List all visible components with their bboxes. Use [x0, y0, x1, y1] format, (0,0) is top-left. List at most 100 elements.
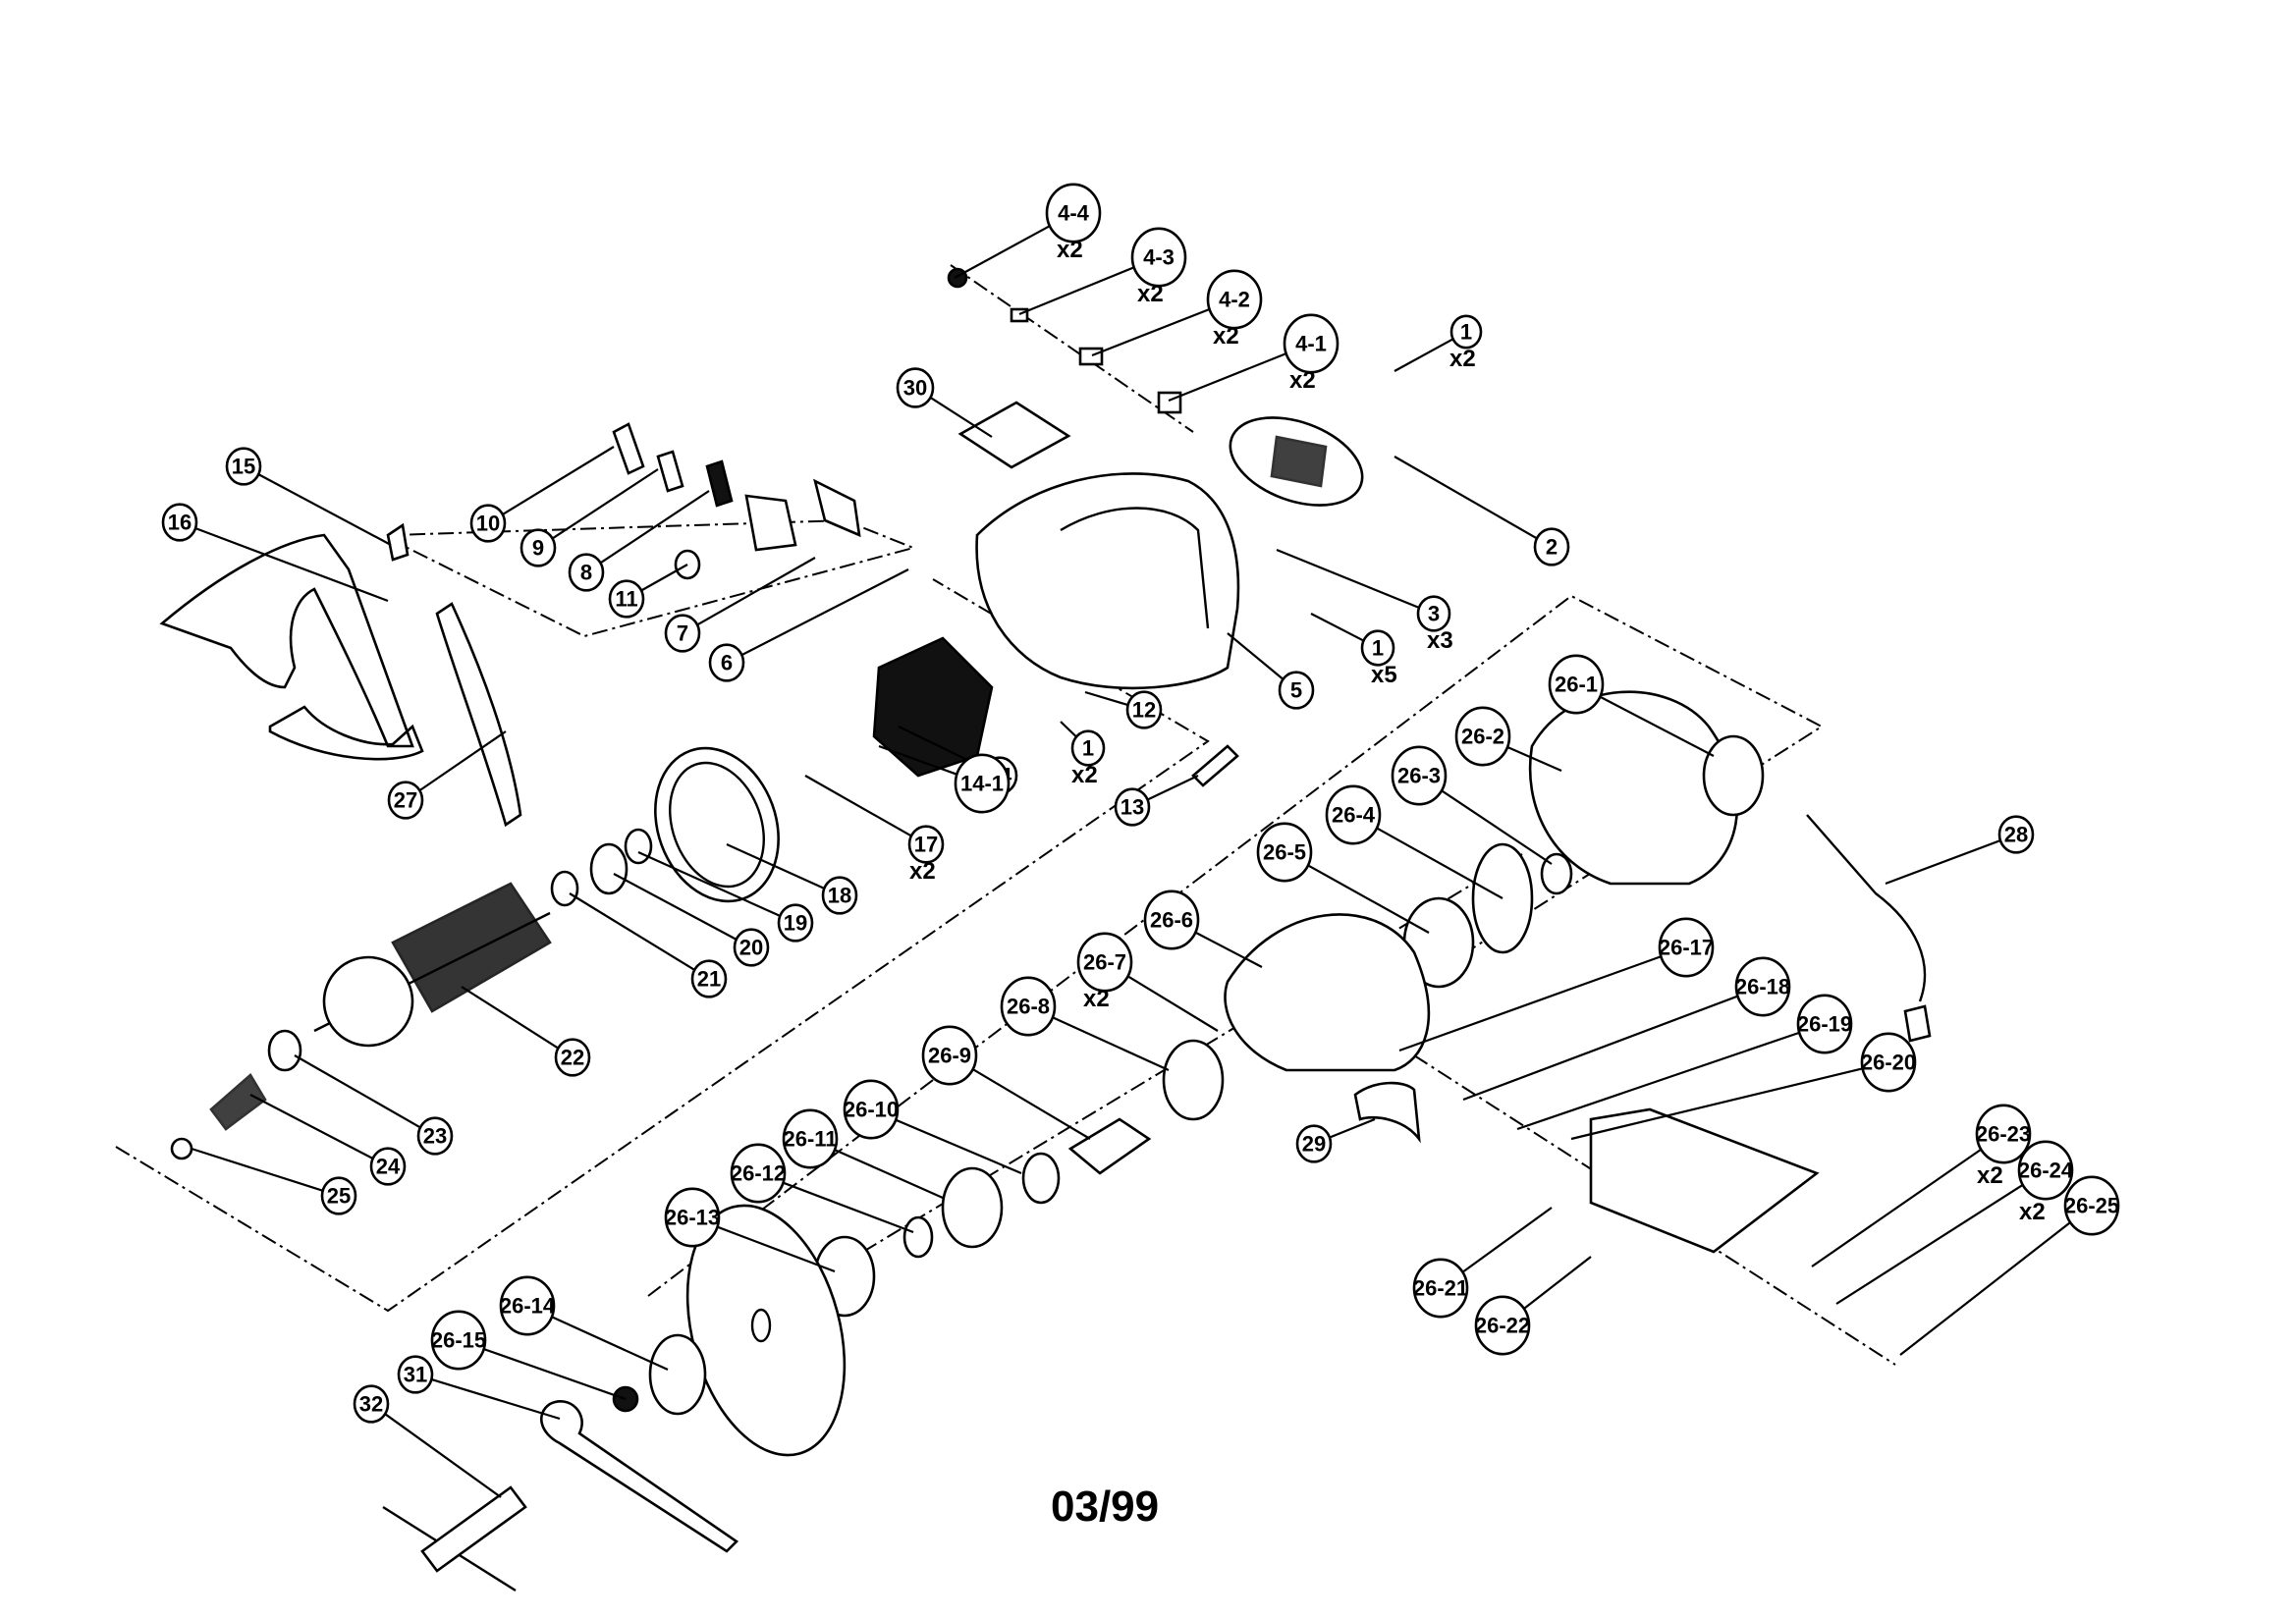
callout-26-2: 26-2 [1454, 706, 1562, 773]
quantity-label: x2 [1977, 1162, 2003, 1189]
part-number: 9 [532, 536, 544, 561]
leader-line [1310, 613, 1365, 642]
callout-circle [1449, 314, 1483, 350]
callout-30: 30 [896, 367, 993, 438]
leader-line [1811, 1148, 1983, 1267]
part-number: 12 [1132, 698, 1156, 723]
leader-line [551, 1316, 669, 1372]
callout-26-14: 26-14 [499, 1275, 669, 1372]
callout-circle [353, 1384, 390, 1424]
callout-31: 31 [397, 1355, 561, 1421]
part-number: 26-5 [1263, 840, 1306, 865]
callout-circle [690, 959, 728, 998]
leader-line [1091, 307, 1211, 357]
callout-circle [225, 447, 262, 486]
callout-26-18: 26-18 [1462, 956, 1791, 1102]
callout-circle [430, 1310, 487, 1371]
leader-line [726, 842, 825, 890]
leader-line [1060, 721, 1078, 738]
leader-line [1227, 632, 1285, 681]
leader-line [551, 468, 659, 540]
callout-circle [369, 1147, 407, 1186]
leader-line [1522, 1256, 1592, 1311]
callout-circle [161, 503, 198, 542]
callout-1: 1x2 [1060, 721, 1106, 788]
callout-26-17: 26-17 [1398, 917, 1715, 1052]
leader-line [1307, 864, 1430, 934]
leader-line [1018, 266, 1135, 316]
callout-circle [1076, 932, 1133, 993]
bearing-21 [550, 870, 579, 907]
leader-line [716, 1225, 836, 1273]
quantity-label: x2 [909, 858, 936, 885]
leader-line [501, 446, 615, 516]
callout-26-4: 26-4 [1325, 784, 1503, 899]
quantity-label: x2 [1083, 986, 1110, 1012]
leader-line [804, 775, 912, 837]
lower-guard-part [1224, 913, 1431, 1072]
callout-circle [2017, 1140, 2074, 1201]
callout-circle [1206, 269, 1263, 330]
callout-26-13: 26-13 [664, 1187, 836, 1273]
leader-line [249, 1094, 374, 1160]
leader-line [1276, 548, 1420, 609]
leader-line [1194, 931, 1263, 968]
callout-circle [554, 1038, 591, 1077]
callout-26-7: 26-7x2 [1076, 932, 1219, 1032]
callout-circle [1360, 629, 1395, 667]
part-number: 26-17 [1659, 936, 1714, 960]
leader-line [1835, 1183, 2024, 1305]
part-number: 30 [903, 376, 927, 401]
callout-26-10: 26-10 [843, 1079, 1022, 1175]
bearing-26-11 [941, 1166, 1004, 1249]
part-number: 26-14 [500, 1294, 556, 1319]
leader-line [1329, 1117, 1376, 1139]
callout-circle [1045, 183, 1102, 243]
part-number: 26-1 [1555, 673, 1598, 697]
part-number: 17 [914, 833, 938, 857]
callout-circle [843, 1079, 900, 1140]
part-number: 31 [404, 1363, 427, 1387]
leader-line [1084, 690, 1129, 707]
part-number: 26-4 [1332, 803, 1376, 828]
callout-circle [1000, 976, 1057, 1037]
leader-line [1376, 827, 1503, 899]
callout-26-6: 26-6 [1143, 890, 1263, 968]
motor-housing-part [975, 472, 1240, 690]
callout-circle [1454, 706, 1511, 767]
quantity-label: x2 [1449, 346, 1476, 372]
switch-10 [612, 422, 645, 475]
callout-circle [708, 643, 745, 682]
leader-line [1168, 352, 1287, 403]
callout-circle [782, 1108, 839, 1169]
label-30 [957, 401, 1071, 469]
callout-circle [568, 553, 605, 592]
callout-circle [1860, 1032, 1917, 1093]
callout-7: 7 [664, 557, 816, 653]
part-number: 14-1 [960, 772, 1004, 796]
part-number: 26-11 [783, 1127, 837, 1152]
leader-line [1599, 695, 1715, 757]
callout-circle [1125, 690, 1163, 729]
part-number: 20 [739, 936, 763, 960]
quantity-label: x5 [1371, 662, 1397, 688]
pinion-24 [209, 1072, 267, 1131]
plate-6 [813, 478, 861, 538]
callout-circle [1658, 917, 1715, 978]
callout-4-4: 4-4x2 [954, 183, 1102, 279]
housing-inner-line [1060, 507, 1210, 629]
blade-arbor-hole [750, 1308, 772, 1343]
callout-circle [1997, 815, 2035, 854]
leader-line [1126, 975, 1219, 1032]
part-number: 32 [359, 1392, 383, 1417]
callout-26-12: 26-12 [730, 1143, 914, 1234]
callout-25: 25 [191, 1147, 357, 1215]
leader-line [483, 1347, 627, 1401]
power-cord [1806, 814, 1927, 1002]
part-number: 10 [476, 512, 500, 536]
callout-circle [519, 528, 557, 567]
leader-line [194, 526, 389, 603]
quantity-label: x2 [2019, 1199, 2046, 1225]
callout-circle [896, 367, 935, 408]
